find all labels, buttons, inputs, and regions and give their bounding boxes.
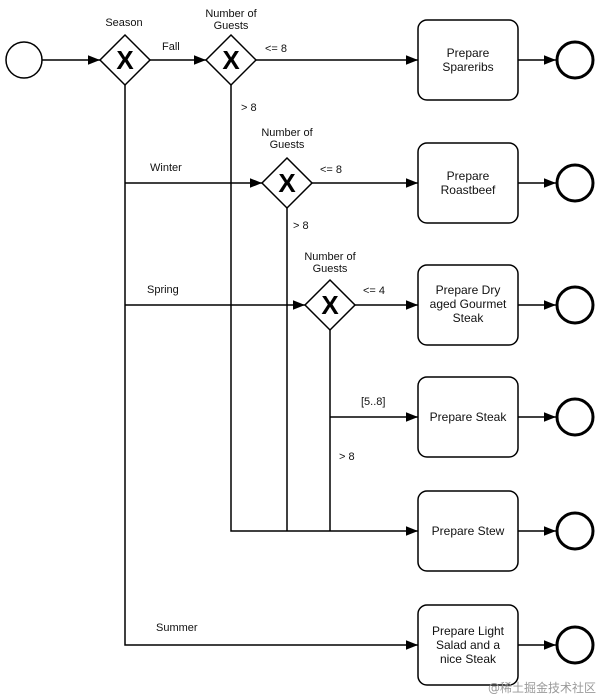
task-roastbeef-line1: Prepare xyxy=(447,169,490,183)
task-dry-aged-line3: Steak xyxy=(453,311,485,325)
gateway-guests-fall-label-line2: Guests xyxy=(214,20,249,32)
task-prepare-steak: Prepare Steak xyxy=(417,376,519,458)
gateway-season: X xyxy=(98,33,152,87)
edge-label-winter-le8: <= 8 xyxy=(320,164,342,176)
gateway-guests-winter-label-line2: Guests xyxy=(270,139,305,151)
end-event-roastbeef xyxy=(555,163,595,203)
task-prepare-stew: Prepare Stew xyxy=(417,490,519,572)
gateway-guests-winter: X xyxy=(260,156,314,210)
gateway-guests-spring-symbol: X xyxy=(321,290,339,320)
task-salad-line2: Salad and a xyxy=(436,638,500,652)
gateway-guests-spring: X xyxy=(303,278,357,332)
task-prepare-light-salad: Prepare Light Salad and a nice Steak xyxy=(417,604,519,686)
task-dry-aged-line2: aged Gourmet xyxy=(430,297,507,311)
task-stew-line1: Prepare Stew xyxy=(432,524,505,538)
flow-fall-gt8 xyxy=(230,85,418,536)
edge-label-spring-5to8: [5..8] xyxy=(361,396,385,408)
task-salad-line1: Prepare Light xyxy=(432,624,505,638)
task-salad-line3: nice Steak xyxy=(440,652,497,666)
gateway-guests-fall-label-line1: Number of xyxy=(205,8,257,20)
edge-label-fall: Fall xyxy=(162,41,180,53)
edge-label-winter: Winter xyxy=(150,162,182,174)
flow-season-trunk xyxy=(124,85,418,650)
gateway-season-symbol: X xyxy=(116,45,134,75)
task-prepare-dry-aged-steak: Prepare Dry aged Gourmet Steak xyxy=(417,264,519,346)
end-event-steak xyxy=(555,397,595,437)
task-dry-aged-line1: Prepare Dry xyxy=(436,283,501,297)
edge-label-fall-gt8: > 8 xyxy=(241,102,257,114)
edge-label-spring: Spring xyxy=(147,284,179,296)
gateway-guests-spring-label-line2: Guests xyxy=(313,263,348,275)
edge-label-spring-gt8: > 8 xyxy=(339,451,355,463)
edge-label-winter-gt8: > 8 xyxy=(293,220,309,232)
task-spareribs-line1: Prepare xyxy=(447,46,490,60)
watermark: @稀土掘金技术社区 xyxy=(488,680,596,695)
end-event-stew xyxy=(555,511,595,551)
edge-label-fall-le8: <= 8 xyxy=(265,43,287,55)
gateway-guests-fall-symbol: X xyxy=(222,45,240,75)
gateway-guests-winter-symbol: X xyxy=(278,168,296,198)
start-event xyxy=(5,41,43,79)
end-event-dry-aged xyxy=(555,285,595,325)
gateway-guests-spring-label-line1: Number of xyxy=(304,251,356,263)
edge-label-spring-le4: <= 4 xyxy=(363,285,385,297)
gateway-season-label: Season xyxy=(105,17,142,29)
task-prepare-spareribs: Prepare Spareribs xyxy=(417,19,519,101)
task-spareribs-line2: Spareribs xyxy=(442,60,493,74)
end-event-spareribs xyxy=(555,40,595,80)
gateway-guests-fall: X xyxy=(204,33,258,87)
task-prepare-roastbeef: Prepare Roastbeef xyxy=(417,142,519,224)
task-roastbeef-line2: Roastbeef xyxy=(441,183,496,197)
gateway-guests-winter-label-line1: Number of xyxy=(261,127,313,139)
end-event-salad xyxy=(555,625,595,665)
edge-label-summer: Summer xyxy=(156,622,198,634)
task-steak-line1: Prepare Steak xyxy=(430,410,508,424)
